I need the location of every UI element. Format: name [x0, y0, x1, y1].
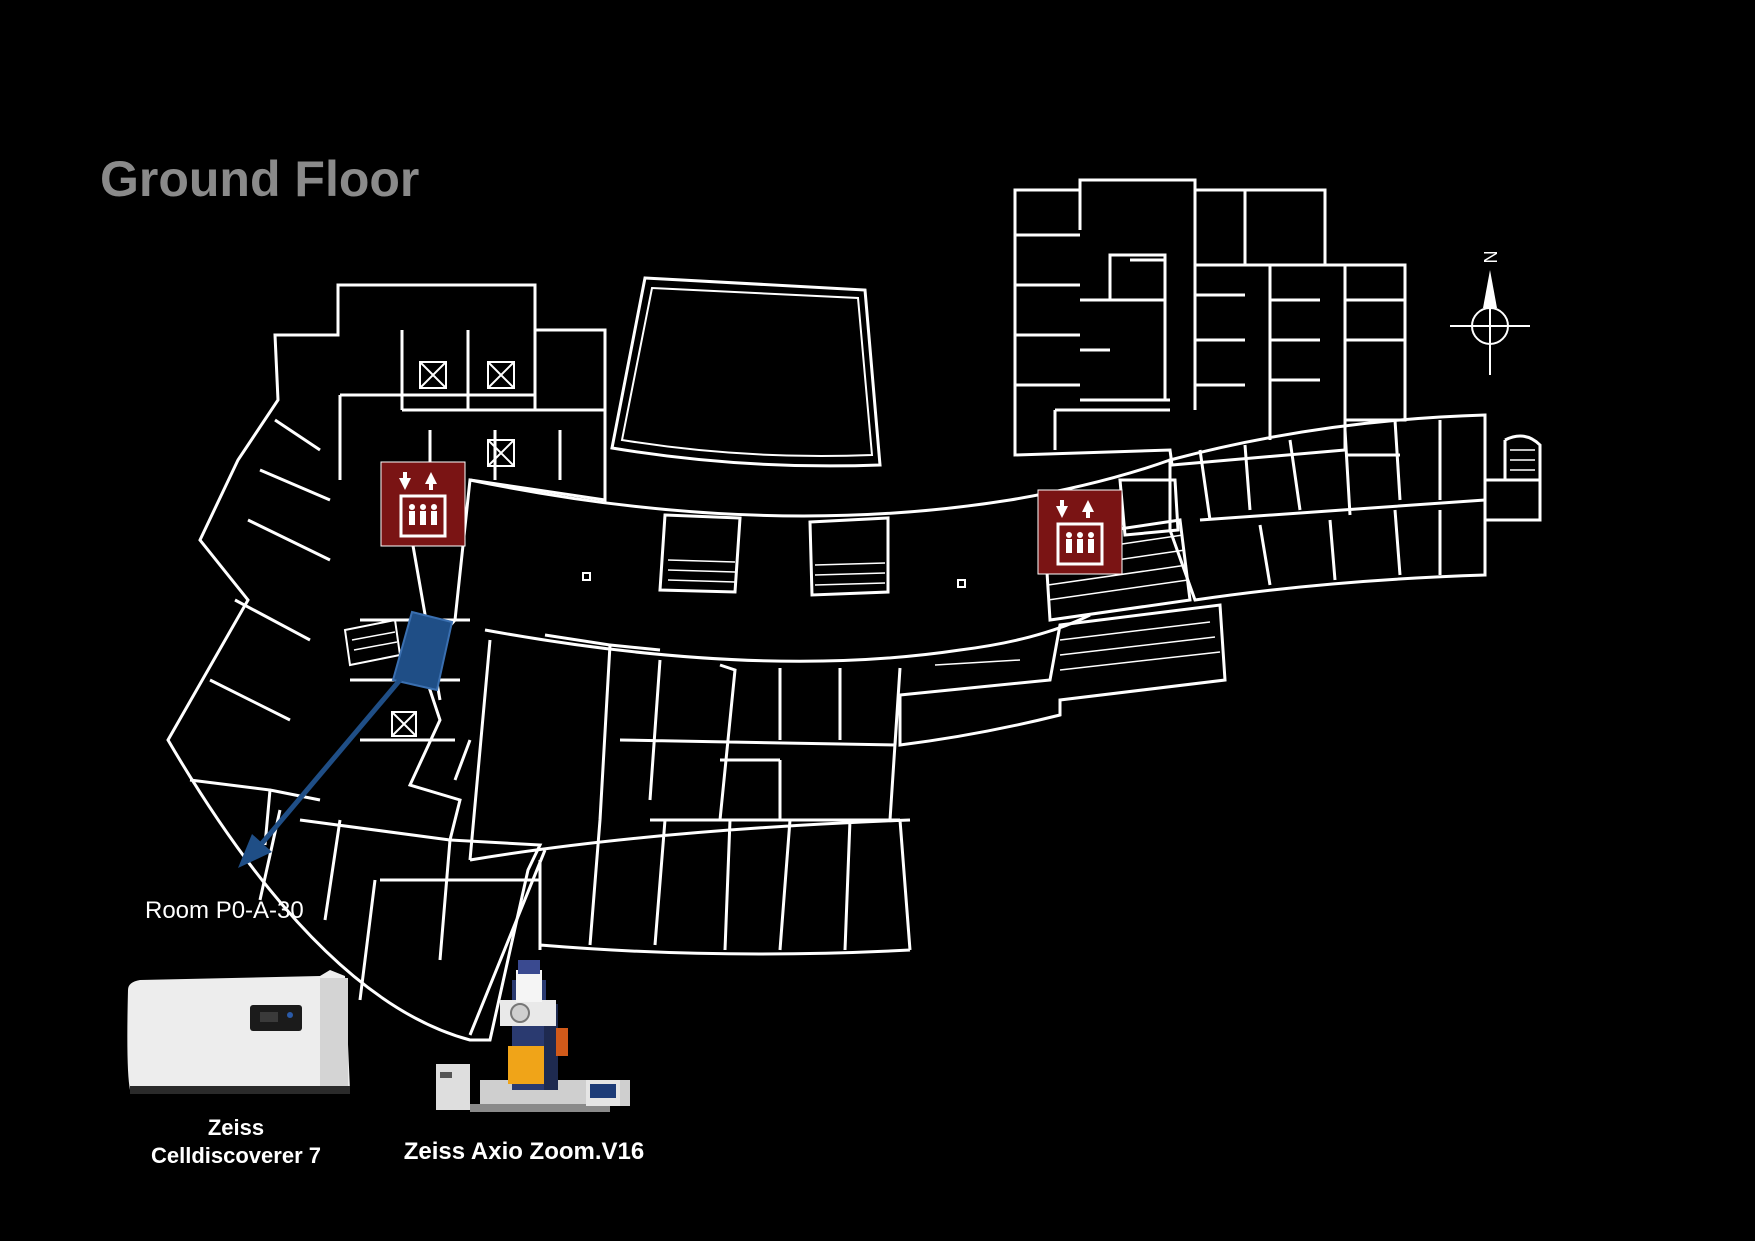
corridor-south-wall: [484, 613, 1091, 663]
elevator-icon: [1037, 489, 1123, 575]
microscope-image: [436, 960, 630, 1112]
instrument-caption-axio-zoom: Zeiss Axio Zoom.V16: [403, 1138, 645, 1165]
instrument-name-line2: Celldiscoverer 7: [151, 1143, 321, 1168]
lecture-hall: [610, 276, 882, 468]
room-label: Room P0-A-30: [145, 897, 304, 924]
floor-title: Ground Floor: [100, 151, 420, 207]
elevator-icon: [380, 461, 466, 547]
room-pointer-arrow: [256, 678, 402, 850]
east-wing-outline: [1168, 413, 1487, 602]
west-wing-outline: [166, 283, 607, 1042]
north-arrow-icon: N: [1450, 251, 1530, 375]
compass-label: N: [1480, 251, 1500, 264]
instrument-caption-celldiscoverer: Zeiss Celldiscoverer 7: [120, 1114, 352, 1170]
celldiscoverer-image: [127, 970, 350, 1094]
instrument-name-line1: Zeiss: [207, 1115, 265, 1140]
highlighted-room: [391, 610, 454, 692]
corridor-north-wall: [469, 458, 1171, 518]
north-east-wing-outline: [1013, 178, 1407, 467]
